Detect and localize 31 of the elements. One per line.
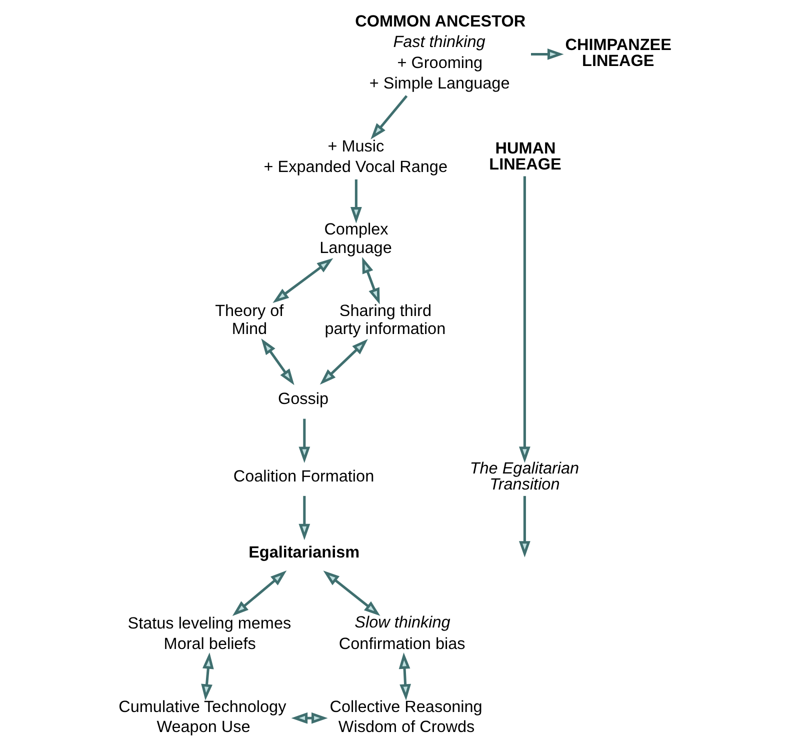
arrow [518, 176, 530, 463]
arrow [322, 570, 380, 616]
node-text: The Egalitarian Transition [469, 459, 579, 494]
arrow [398, 652, 410, 700]
node-text: Theory of Mind [214, 302, 284, 338]
node-text: Slow thinking Confirmation bias [338, 614, 465, 653]
node-text: Gossip [278, 390, 328, 408]
node-text: HUMAN LINEAGE [488, 139, 561, 174]
arrow [518, 496, 530, 558]
arrow [350, 179, 362, 224]
node-text: Sharing third party information [324, 302, 446, 338]
node-text: Complex Language [319, 220, 392, 257]
arrow [200, 652, 214, 700]
node-text: + Music + Expanded Vocal Range [263, 137, 447, 176]
node-text: Coalition Formation [232, 467, 374, 486]
arrow [319, 339, 368, 385]
arrow [370, 95, 408, 140]
node-text: COMMON ANCESTOR Fast thinking + Grooming + Simple Language [354, 12, 526, 93]
node-text: Collective Reasoning Wisdom of Crowds [329, 698, 482, 736]
node-text: CHIMPANZEE LINEAGE [564, 36, 671, 70]
arrow [290, 712, 328, 724]
node-text: Cumulative Technology Weapon Use [118, 698, 286, 736]
arrow [298, 496, 310, 540]
arrow [530, 48, 564, 60]
arrow [272, 258, 333, 304]
node-text: Egalitarianism [248, 544, 360, 562]
arrow [362, 256, 380, 304]
node-text: Status leveling memes Moral beliefs [127, 614, 291, 653]
arrow [232, 570, 286, 616]
arrow [260, 338, 294, 386]
arrow [298, 418, 310, 464]
